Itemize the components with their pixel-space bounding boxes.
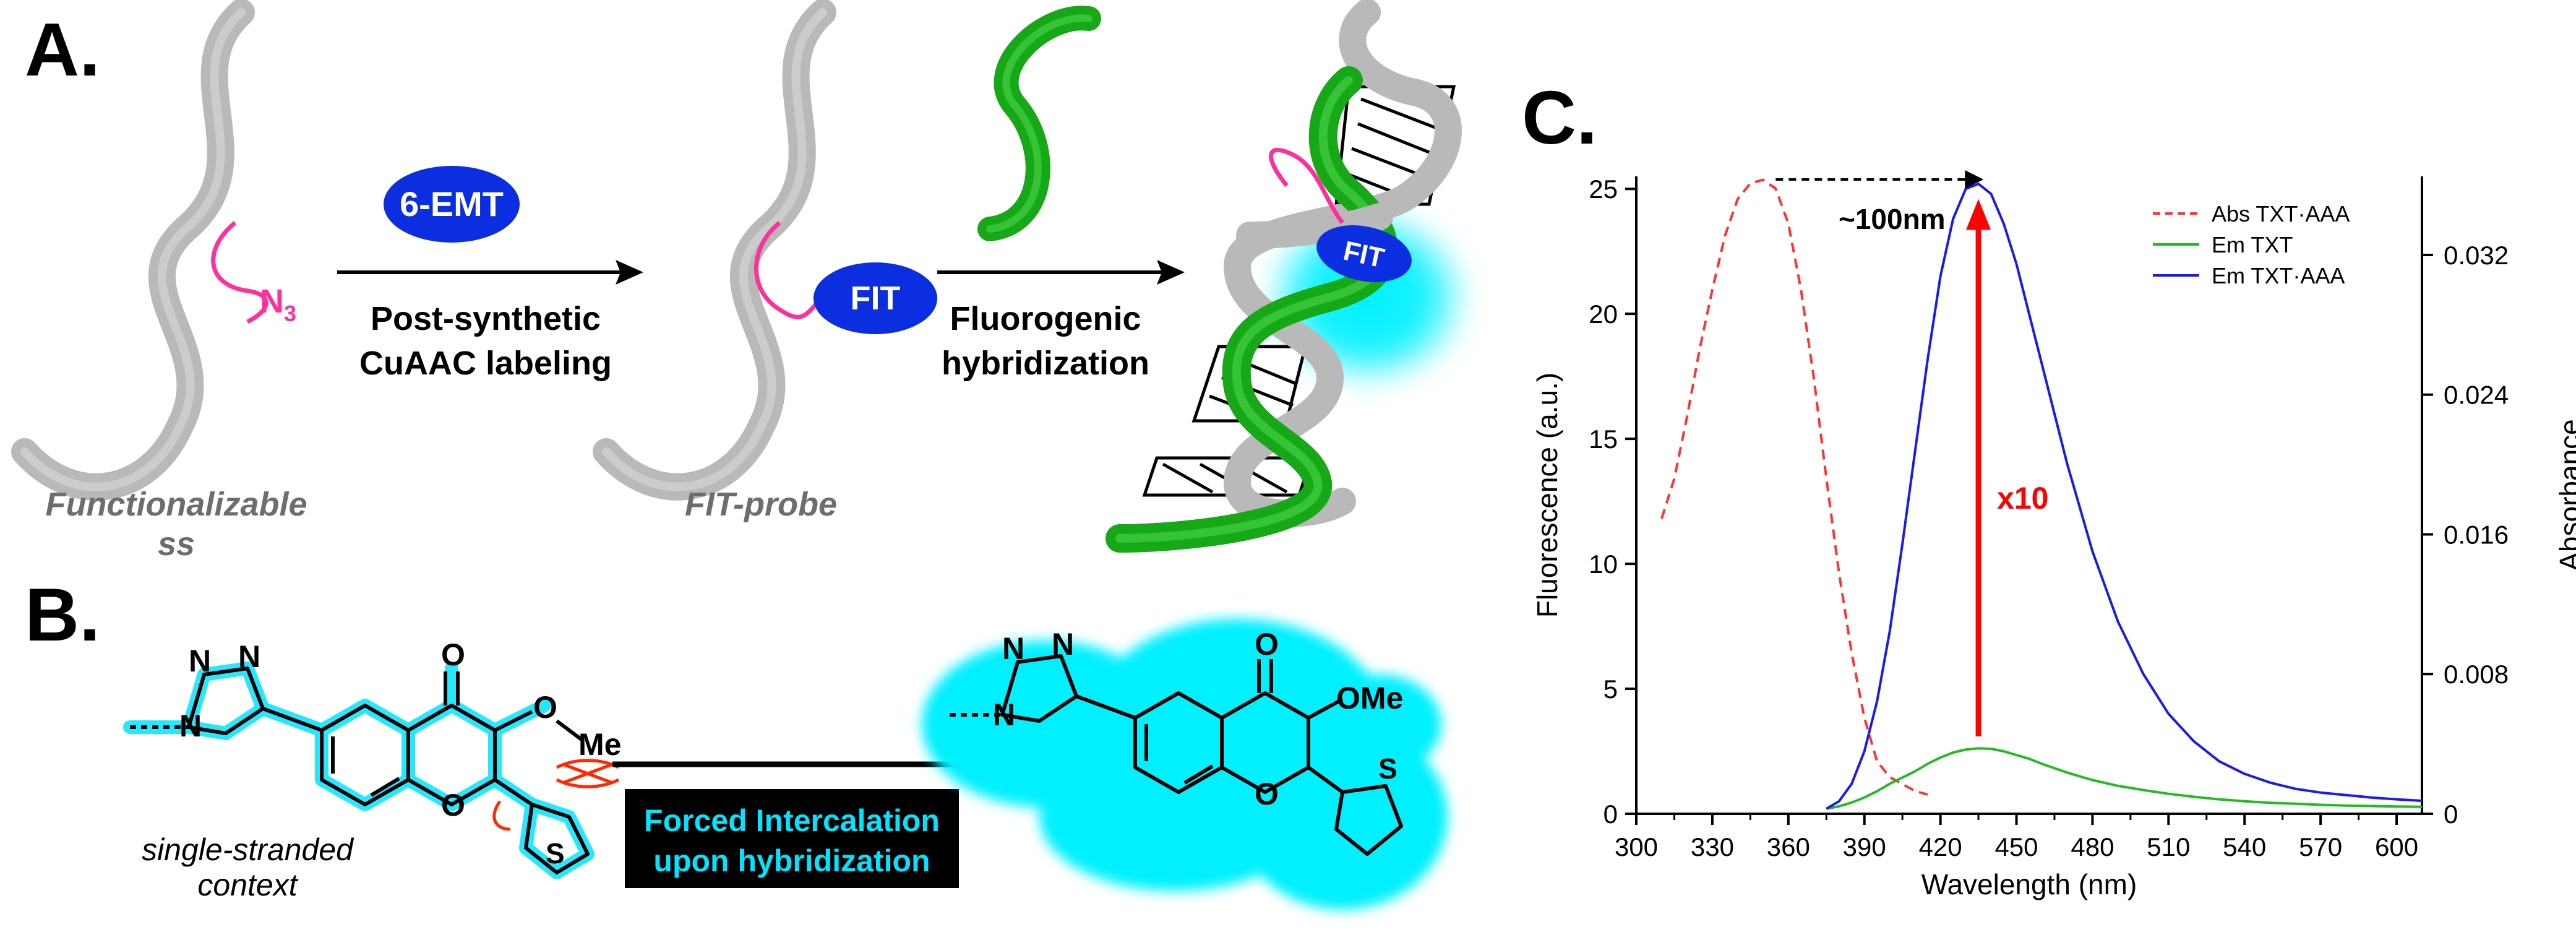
caption-functionalizable: Functionalizable [45, 486, 307, 523]
legend-label-3: Em TXT·AAA [2212, 263, 2345, 288]
panel-b: B. [25, 572, 1448, 910]
y-right-tick-label: 0.032 [2444, 241, 2509, 270]
ss-strand-1: N3 [11, 0, 296, 501]
x-tick-label: 480 [2071, 832, 2114, 861]
x-tick-label: 420 [1919, 832, 1962, 861]
panel-b-label: B. [25, 572, 100, 657]
left-thiophene-ring [524, 803, 590, 874]
y-left-tick-label: 15 [1589, 425, 1618, 454]
series-line-2 [1826, 747, 2423, 810]
left-o-methoxy: O [533, 690, 557, 725]
step1-line2: CuAAC labeling [359, 345, 612, 382]
duplex-linker [1269, 147, 1344, 225]
complementary-strand [977, 6, 1101, 241]
left-n1: N [179, 709, 202, 743]
reagent-6emt-label: 6-EMT [400, 184, 504, 223]
left-o-ring: O [441, 788, 465, 822]
right-o-carbonyl: O [1255, 627, 1279, 662]
right-o-ring: O [1255, 777, 1279, 811]
y-right-tick-label: 0 [2444, 800, 2458, 829]
fold-annotation: x10 [1997, 481, 2048, 516]
duplex: FIT [1106, 0, 1472, 553]
box-line2: upon hybridization [653, 844, 930, 878]
left-n3: N [238, 639, 260, 674]
panel-a: A. N3 6-EMT Post-synthetic CuAAC labelin… [11, 0, 1472, 563]
steric-clash-mark [556, 759, 620, 788]
step2-line1: Fluorogenic [950, 300, 1141, 337]
rotation-arrow [492, 800, 511, 831]
caption-ss: ss [158, 525, 195, 563]
right-thiophene-ring [1334, 784, 1403, 856]
ss-strand-2: FIT [593, 0, 937, 501]
step2-arrowhead [1157, 260, 1185, 285]
left-o-carbonyl: O [441, 637, 465, 672]
context-line2: context [197, 868, 298, 902]
y-right-tick-label: 0.016 [2444, 520, 2509, 549]
duplex-fit-ellipse [1316, 225, 1412, 282]
right-n3: N [1052, 627, 1074, 662]
molecule-intercalated: N N N O O OMe S [922, 619, 1448, 910]
x-tick-label: 300 [1615, 832, 1658, 861]
y-left-tick-label: 10 [1589, 550, 1618, 579]
left-triazole-ring [187, 667, 265, 735]
azide-linker [211, 221, 268, 324]
x-tick-label: 510 [2147, 832, 2190, 861]
y-right-tick-label: 0.024 [2444, 381, 2509, 410]
x-tick-label: 390 [1843, 832, 1886, 861]
left-n2: N [189, 644, 211, 678]
y-right-tick-label: 0.008 [2444, 660, 2509, 689]
y-left-tick-label: 5 [1604, 675, 1618, 704]
box-line1: Forced Intercalation [644, 803, 940, 838]
x-tick-label: 540 [2223, 832, 2266, 861]
y-left-tick-label: 0 [1604, 800, 1618, 829]
caption-fit-probe: FIT-probe [685, 486, 837, 523]
fit-dye-ellipse [814, 262, 937, 334]
azide-label: N3 [260, 283, 296, 326]
x-axis-label: Wavelength (nm) [1921, 868, 2137, 900]
step1-arrowhead [616, 260, 643, 285]
x-tick-label: 600 [2375, 832, 2418, 861]
x-tick-label: 360 [1767, 832, 1810, 861]
fit-linker [754, 221, 818, 319]
complementary-strand-highlight [986, 14, 1093, 233]
y-left-tick-label: 25 [1589, 175, 1618, 204]
series-line-1 [1660, 178, 1928, 796]
shift-annotation: ~100nm [1839, 203, 1946, 235]
shift-arrow-head [1965, 170, 1984, 189]
right-s: S [1378, 753, 1397, 785]
series-line-3 [1826, 183, 2423, 810]
right-ome: OMe [1336, 681, 1403, 715]
fit-dye-label: FIT [851, 280, 901, 317]
panel-a-label: A. [25, 7, 100, 92]
x-tick-label: 450 [1994, 832, 2038, 861]
step1-line1: Post-synthetic [371, 300, 601, 337]
context-line1: single-stranded [142, 832, 354, 867]
right-n1: N [993, 697, 1015, 732]
y-axis-left-label: Fluorescence (a.u.) [1531, 373, 1563, 618]
left-s: S [546, 837, 565, 869]
intercalation-box [625, 789, 959, 888]
legend-label-2: Em TXT [2212, 232, 2293, 257]
reagent-6emt-ellipse [384, 166, 520, 243]
molecule-right-glow [922, 619, 1448, 910]
molecule-single-stranded: N N N O O O Me S single-stranded context [123, 637, 621, 902]
fold-arrow-head [1966, 199, 1991, 230]
legend-label-1: Abs TXT·AAA [2212, 201, 2350, 227]
step2-line2: hybridization [942, 345, 1149, 382]
right-triazole-ring [1000, 654, 1078, 723]
right-n2: N [1002, 631, 1024, 666]
left-me: Me [578, 727, 621, 762]
x-tick-label: 570 [2299, 832, 2342, 861]
y-axis-right-label: Absorbance [2554, 419, 2576, 571]
x-tick-label: 330 [1691, 832, 1734, 861]
y-left-tick-label: 20 [1589, 300, 1618, 329]
panel-c-label: C. [1522, 76, 1597, 160]
